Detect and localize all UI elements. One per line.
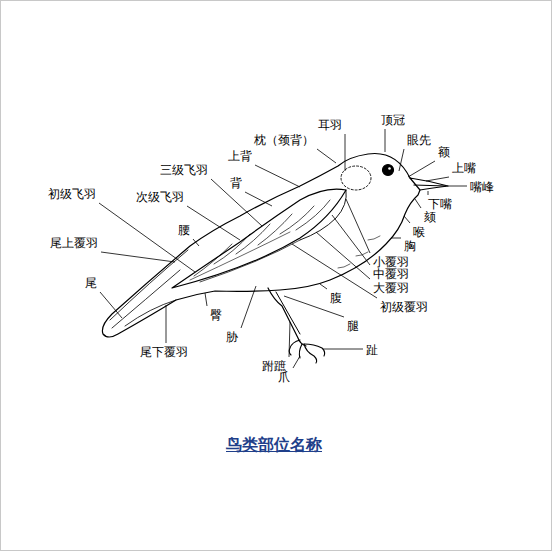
part-label: 小覆羽 [373, 255, 409, 269]
leader-line [255, 165, 300, 187]
leader-line [193, 239, 199, 246]
part-label: 腿 [347, 319, 359, 333]
part-label: 趾 [366, 343, 378, 357]
leader-line [323, 349, 363, 350]
leader-line [289, 322, 290, 357]
part-label: 颏 [424, 210, 436, 224]
part-label: 次级飞羽 [136, 190, 184, 204]
leader-line [320, 284, 327, 289]
leader-line [399, 149, 404, 171]
part-label: 爪 [278, 370, 290, 384]
leader-line [101, 252, 175, 262]
part-label: 顶冠 [381, 113, 405, 127]
part-label: 耳羽 [318, 118, 342, 132]
leader-line [316, 232, 370, 279]
leader-line [385, 129, 386, 152]
leader-line [241, 286, 256, 328]
title: 鸟类部位名称 [226, 435, 322, 456]
part-label: 嘴峰 [470, 180, 494, 194]
part-label: 腹 [330, 291, 342, 305]
part-label: 胸 [404, 239, 416, 253]
part-label: 额 [438, 145, 450, 159]
leader-line [346, 199, 370, 253]
part-label: 背 [230, 176, 242, 190]
leader-line [426, 177, 449, 181]
part-label: 喉 [413, 225, 425, 239]
part-label: 枕（颈背） [254, 133, 314, 147]
part-label: 初级飞羽 [48, 187, 96, 201]
leader-line [292, 244, 377, 298]
part-label: 三级飞羽 [160, 163, 208, 177]
leader-line [345, 134, 346, 171]
part-label: 腰 [178, 223, 190, 237]
leader-line [245, 192, 272, 206]
part-label: 尾上覆羽 [50, 236, 98, 250]
part-label: 胁 [226, 330, 238, 344]
leader-line [332, 215, 370, 265]
leader-line [391, 238, 401, 239]
leader-line [415, 199, 421, 208]
leader-line [100, 292, 122, 318]
leader-line [166, 305, 167, 343]
part-label: 尾 [85, 276, 97, 290]
part-label: 初级覆羽 [380, 300, 428, 314]
part-label: 中覆羽 [373, 267, 409, 281]
leader-line [447, 186, 467, 187]
part-label: 眼先 [407, 133, 431, 147]
leader-line [428, 191, 429, 195]
part-label: 上背 [228, 149, 252, 163]
leader-line [205, 293, 207, 306]
leader-line [408, 161, 435, 177]
part-label: 大覆羽 [373, 281, 409, 295]
leader-line [99, 203, 195, 272]
leader-line [317, 149, 336, 163]
part-label: 臀 [210, 308, 222, 322]
part-label: 上嘴 [452, 161, 476, 175]
part-label: 尾下覆羽 [140, 345, 188, 359]
part-label: 下嘴 [428, 197, 452, 211]
leader-line [187, 206, 240, 240]
leader-line [293, 356, 300, 368]
leader-line [404, 216, 410, 223]
